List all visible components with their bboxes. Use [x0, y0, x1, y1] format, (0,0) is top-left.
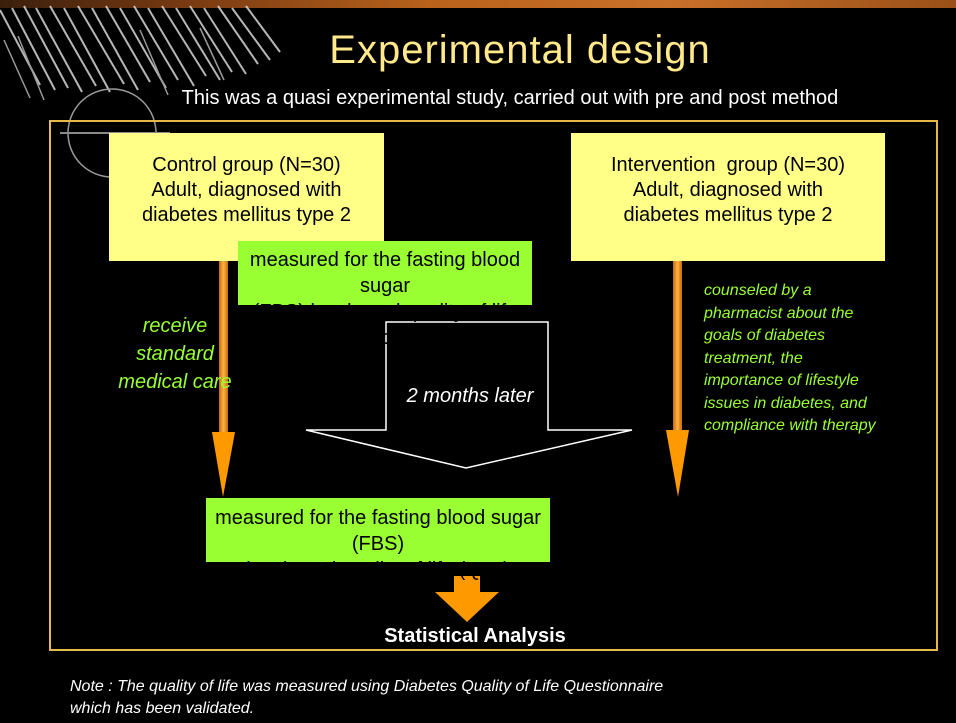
footnote-line: Note : The quality of life was measured … — [70, 678, 664, 695]
footnote: Note : The quality of life was measured … — [70, 676, 890, 720]
intervention-treatment-line: importance of lifestyle — [704, 372, 859, 389]
intervention-treatment-line: pharmacist about the — [704, 304, 854, 322]
intervention-treatment-text: counseled by a pharmacist about the goal… — [704, 280, 944, 438]
pre-measurement-box: measured for the fasting blood sugar (FB… — [238, 241, 532, 349]
intervention-group-line: Intervention group (N=30) — [610, 154, 846, 176]
intervention-group-line: diabetes mellitus type 2 — [623, 204, 833, 226]
control-group-line: Control group (N=30) — [152, 154, 341, 176]
control-treatment-text: receive standard medical care — [100, 312, 250, 396]
statistical-analysis-label: Statistical Analysis — [384, 625, 566, 647]
control-treatment-line: medical care — [118, 371, 232, 393]
post-measurement-line: levels and quality of life (QoL) — [246, 559, 510, 581]
footnote-line: which has been validated. — [70, 700, 255, 717]
intervention-group-box: Intervention group (N=30) Adult, diagnos… — [571, 133, 885, 261]
control-arrow — [212, 261, 235, 497]
control-treatment-line: receive — [142, 315, 208, 337]
post-measurement-line: measured for the fasting blood sugar (FB… — [215, 507, 541, 555]
pre-measurement-line: (FBS) levels and quality of life (QoL) — [252, 301, 518, 349]
control-group-line: diabetes mellitus type 2 — [141, 204, 351, 226]
intervention-treatment-line: compliance with therapy — [704, 417, 876, 434]
time-arrow — [305, 321, 633, 469]
intervention-treatment-line: treatment, the — [704, 349, 803, 367]
intervention-group-line: Adult, diagnosed with — [632, 179, 824, 201]
top-decorative-band — [0, 0, 956, 8]
intervention-arrow — [666, 256, 689, 497]
intervention-treatment-line: counseled by a — [704, 282, 812, 299]
control-treatment-line: standard — [136, 343, 214, 365]
time-interval-label: 2 months later — [406, 385, 534, 407]
control-group-line: Adult, diagnosed with — [151, 179, 342, 201]
pre-measurement-line: measured for the fasting blood sugar — [249, 249, 521, 297]
control-group-box: Control group (N=30) Adult, diagnosed wi… — [109, 133, 384, 261]
intervention-treatment-line: goals of diabetes — [704, 327, 825, 344]
study-description: This was a quasi experimental study, car… — [181, 87, 839, 109]
slide-title: Experimental design — [329, 28, 711, 72]
diagram-frame — [49, 120, 938, 651]
post-measurement-box: measured for the fasting blood sugar (FB… — [206, 498, 550, 581]
intervention-treatment-line: issues in diabetes, and — [704, 394, 867, 412]
analysis-arrow — [435, 576, 499, 622]
